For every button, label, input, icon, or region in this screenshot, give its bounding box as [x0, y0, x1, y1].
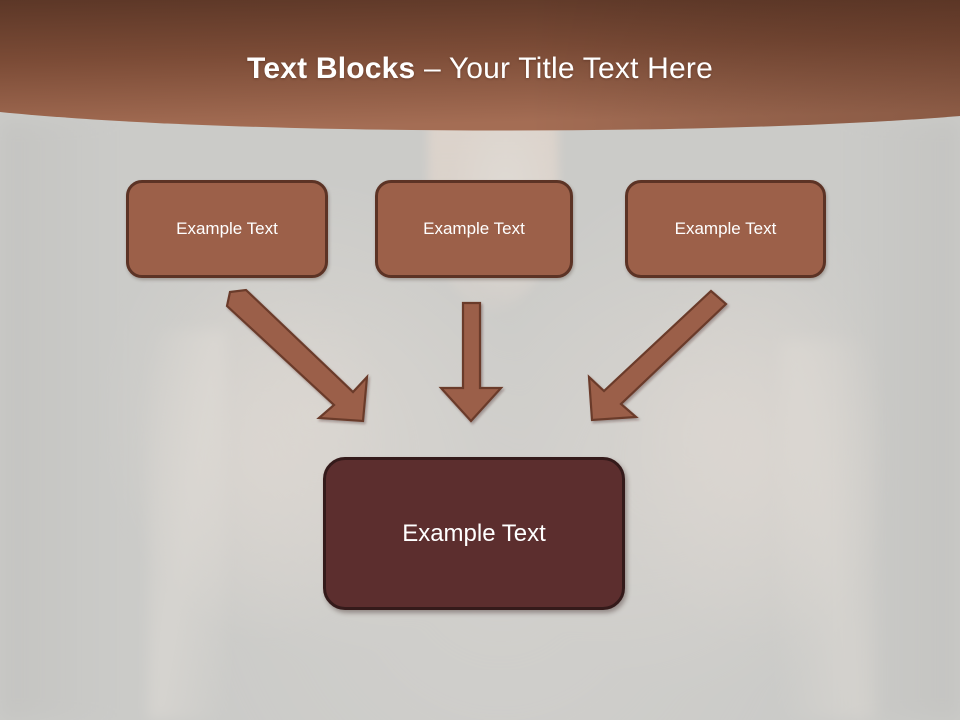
text-block-3-label: Example Text: [674, 219, 777, 238]
text-block-1[interactable]: Example Text: [126, 180, 328, 278]
text-block-1-label: Example Text: [176, 219, 278, 238]
header-banner: Text Blocks – Your Title Text Here: [0, 0, 960, 140]
text-block-2-label: Example Text: [423, 219, 525, 238]
text-block-result[interactable]: Example Text: [323, 457, 625, 610]
text-block-2[interactable]: Example Text: [375, 180, 573, 278]
page-title-regular: – Your Title Text Here: [415, 52, 713, 85]
page-title-bold: Text Blocks: [247, 52, 416, 85]
text-block-3[interactable]: Example Text: [625, 180, 826, 278]
header-banner-shape: [0, 0, 960, 131]
page-title: Text Blocks – Your Title Text Here: [0, 50, 960, 88]
text-block-result-label: Example Text: [402, 519, 546, 547]
